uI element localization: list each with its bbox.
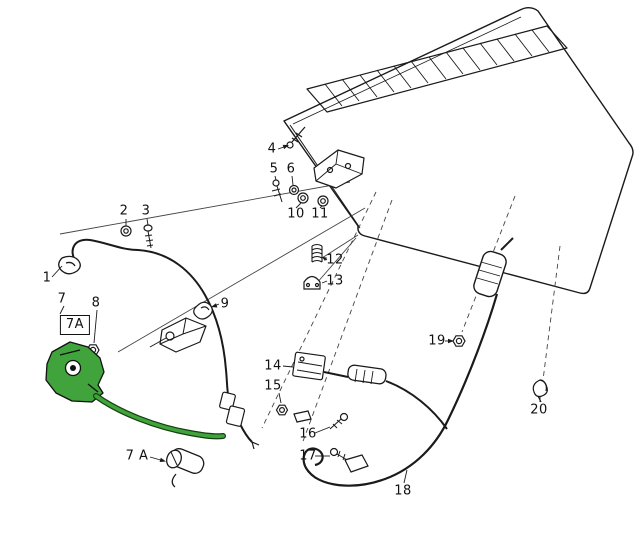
cable-end-fitting (347, 364, 387, 385)
grille-slats (306, 25, 568, 113)
leader-lines (51, 145, 541, 484)
alignment-lines (59, 181, 561, 445)
striker-bracket (313, 149, 365, 189)
part-19-nut (452, 335, 466, 347)
part-12-spring (311, 243, 323, 263)
leader-arrowheads (159, 144, 454, 462)
part-5-screw (271, 179, 283, 203)
part-9-clip (193, 301, 213, 320)
rear-cable-18 (302, 293, 499, 487)
part-16-screw (329, 412, 349, 430)
part-7a-lock-cylinder (166, 448, 205, 488)
part-11-washer (317, 195, 329, 207)
part-20-clip (532, 379, 548, 403)
part-14-latch (292, 351, 349, 381)
part-13-clamp (303, 275, 321, 290)
cable-guide-lever (149, 317, 207, 353)
cable-connector-large (473, 237, 514, 298)
part-3-screw (143, 224, 154, 249)
release-cable-green (93, 393, 226, 440)
part-6-washer (288, 184, 300, 196)
lock-assembly-7a (45, 341, 105, 403)
cable-clamp (344, 454, 369, 473)
part-1-clip (58, 255, 81, 275)
cable-connector (219, 391, 246, 427)
part-17-screw (329, 447, 350, 462)
part-10-washer (297, 192, 309, 204)
part-15-nut (275, 404, 312, 423)
part-2-washer (120, 225, 132, 237)
